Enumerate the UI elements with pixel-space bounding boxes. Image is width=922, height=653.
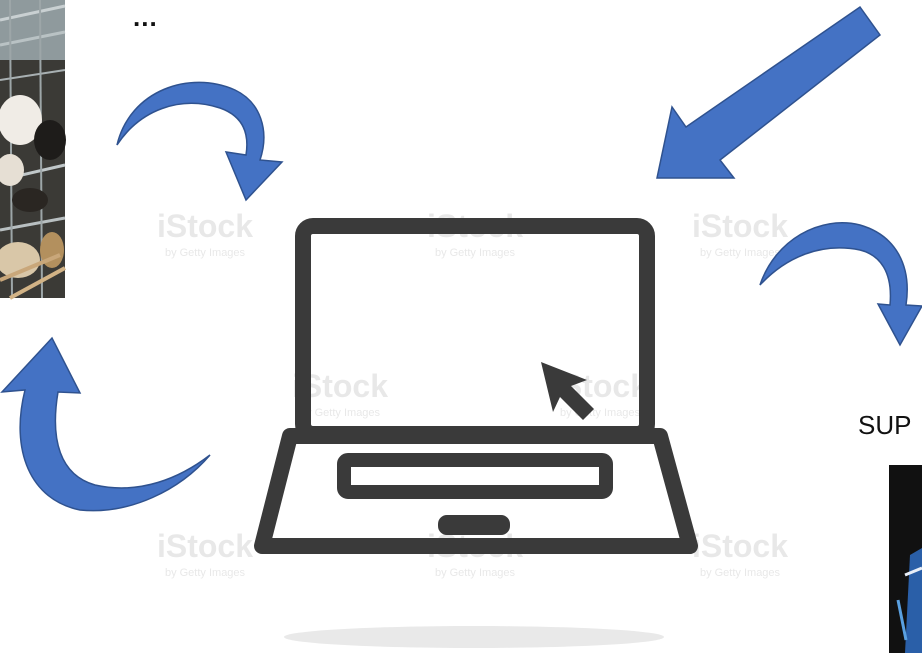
watermark-byline: by Getty Images <box>165 567 246 579</box>
sup-label: SUP <box>858 410 911 441</box>
watermark-byline: by Getty Images <box>700 247 781 259</box>
curved-arrow-icon <box>117 82 282 200</box>
watermark-byline: by Getty Images <box>435 567 516 579</box>
watermark-byline: by Getty Images <box>700 567 781 579</box>
caption-ellipsis: ... <box>133 2 158 33</box>
watermark-brand: iStock <box>692 208 788 244</box>
straight-arrow-icon <box>657 7 880 178</box>
watermark-byline: by Getty Images <box>165 247 246 259</box>
watermark-byline: by Getty Images <box>435 247 516 259</box>
cattle-photo <box>0 0 66 298</box>
screenshot-fragment <box>889 465 922 653</box>
laptop-shadow <box>284 626 664 648</box>
watermark-brand: iStock <box>157 528 253 564</box>
watermark-brand: iStock <box>157 208 253 244</box>
watermark-byline: by Getty Images <box>300 407 381 419</box>
watermark-brand: iStock <box>692 528 788 564</box>
curved-arrow-icon <box>2 338 210 511</box>
